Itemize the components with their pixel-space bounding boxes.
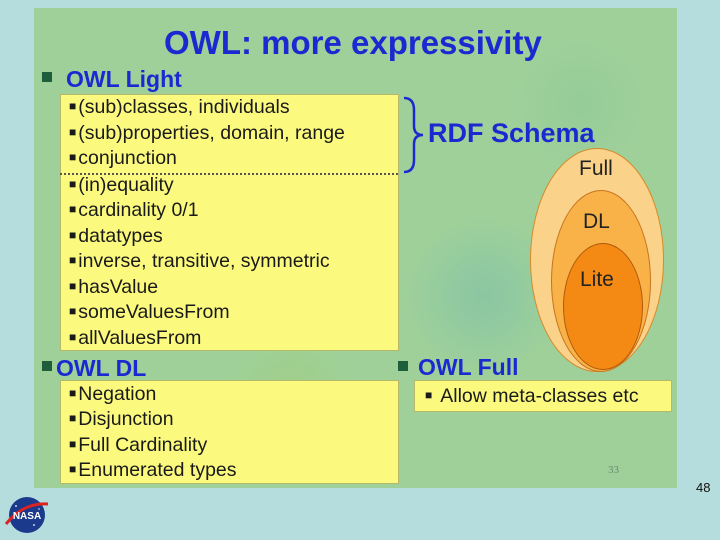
list-item: ■conjunction — [69, 147, 177, 169]
list-item: ■Disjunction — [69, 408, 174, 430]
owl-full-box: ■Allow meta-classes etc — [414, 380, 672, 412]
label-full: Full — [579, 157, 613, 180]
owl-light-box: ■(sub)classes, individuals ■(sub)propert… — [60, 94, 399, 351]
list-item: ■cardinality 0/1 — [69, 199, 199, 221]
list-item: ■Allow meta-classes etc — [425, 385, 639, 407]
list-item: ■inverse, transitive, symmetric — [69, 250, 330, 272]
curly-brace-icon — [403, 96, 424, 174]
bullet-square-icon — [42, 72, 52, 82]
owl-full-heading: OWL Full — [418, 354, 519, 380]
list-item: ■Negation — [69, 383, 157, 405]
slide-inner-page-number: 33 — [608, 464, 619, 476]
list-item: ■datatypes — [69, 225, 163, 247]
label-lite: Lite — [580, 268, 614, 291]
nasa-logo-icon: NASA — [4, 497, 49, 533]
bullet-square-icon — [42, 361, 52, 371]
owl-dl-heading: OWL DL — [56, 355, 147, 381]
owl-dl-box: ■Negation ■Disjunction ■Full Cardinality… — [60, 380, 399, 484]
list-item: ■allValuesFrom — [69, 327, 202, 349]
label-dl: DL — [583, 210, 610, 233]
bullet-square-icon — [398, 361, 408, 371]
list-item: ■(sub)classes, individuals — [69, 96, 290, 118]
list-item: ■hasValue — [69, 276, 159, 298]
rdf-schema-label: RDF Schema — [428, 118, 595, 148]
list-item: ■someValuesFrom — [69, 301, 230, 323]
page-number: 48 — [696, 480, 711, 495]
rdf-schema-divider — [60, 173, 398, 175]
list-item: ■(in)equality — [69, 174, 174, 196]
list-item: ■(sub)properties, domain, range — [69, 122, 345, 144]
ellipse-lite — [563, 243, 643, 370]
owl-light-heading: OWL Light — [66, 66, 182, 92]
list-item: ■Enumerated types — [69, 459, 237, 481]
list-item: ■Full Cardinality — [69, 434, 208, 456]
logo-text: NASA — [13, 511, 41, 522]
slide-title: OWL: more expressivity — [164, 24, 542, 61]
